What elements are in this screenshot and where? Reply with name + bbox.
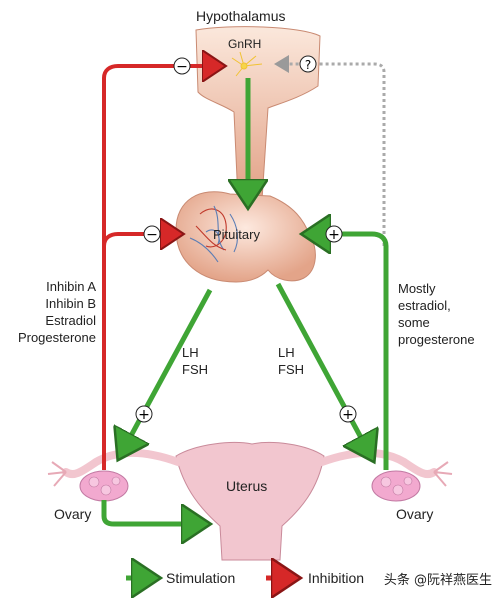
inhibition-arrow-pituitary: [102, 234, 180, 246]
uterus-body: [175, 442, 325, 561]
hormone-label: LH: [278, 345, 295, 360]
plus-sign-left: +: [135, 405, 153, 423]
hormone-labels-right: LH FSH: [278, 344, 304, 378]
right-feedback-labels: Mostly estradiol, some progesterone: [398, 280, 475, 348]
uncertain-feedback-arrow: [274, 55, 386, 246]
pituitary-vessels: [189, 205, 239, 263]
hormone-label: FSH: [278, 362, 304, 377]
right-feedback-line: progesterone: [398, 332, 475, 347]
left-feedback-line: Inhibin B: [45, 296, 96, 311]
right-feedback-line: Mostly: [398, 281, 436, 296]
legend-stimulation-label: Stimulation: [166, 570, 236, 586]
minus-sign-top: −: [173, 57, 191, 75]
minus-sign-mid: −: [143, 225, 161, 243]
hormone-label: FSH: [182, 362, 208, 377]
ovary-to-uterus-arrow: [101, 500, 206, 524]
inhibition-arrow-hypothalamus: [102, 66, 222, 470]
svg-text:+: +: [342, 407, 354, 423]
fimbriae-left: [47, 461, 67, 487]
left-feedback-line: Progesterone: [17, 330, 96, 345]
right-feedback-line: some: [398, 315, 430, 330]
svg-text:+: +: [328, 227, 340, 243]
svg-text:−: −: [146, 227, 158, 243]
watermark: 头条 @阮祥燕医生: [383, 573, 492, 588]
left-feedback-labels: Inhibin A Inhibin B Estradiol Progestero…: [6, 278, 96, 346]
legend-inhibition-label: Inhibition: [308, 570, 365, 586]
lh-fsh-arrow-left: [120, 288, 213, 456]
question-sign: ?: [299, 55, 317, 73]
fallopian-tube-left: [62, 449, 182, 479]
fimbriae-right: [433, 461, 453, 487]
ovary-left-label: Ovary: [54, 506, 92, 522]
gnrh-neuron: [231, 51, 263, 77]
left-feedback-line: Estradiol: [45, 313, 96, 328]
ovary-right-shape: [371, 470, 421, 502]
hypothalamus-label: Hypothalamus: [196, 8, 286, 24]
svg-text:?: ?: [305, 58, 311, 72]
fallopian-tube-right: [318, 449, 438, 479]
plus-sign-right: +: [339, 405, 357, 423]
lh-fsh-arrow-right: [275, 282, 372, 458]
svg-text:−: −: [176, 59, 188, 75]
hormone-labels-left: LH FSH: [182, 344, 208, 378]
positive-feedback-arrow: [306, 234, 389, 470]
gnrh-label: GnRH: [228, 37, 262, 51]
plus-sign-right-top: +: [325, 225, 343, 243]
uterus-label: Uterus: [226, 478, 268, 494]
pituitary-label: Pituitary: [213, 227, 260, 242]
right-feedback-line: estradiol,: [398, 298, 451, 313]
svg-text:+: +: [138, 407, 150, 423]
hormone-label: LH: [182, 345, 199, 360]
ovary-left-shape: [79, 470, 129, 502]
left-feedback-line: Inhibin A: [46, 279, 96, 294]
ovary-right-label: Ovary: [396, 506, 434, 522]
